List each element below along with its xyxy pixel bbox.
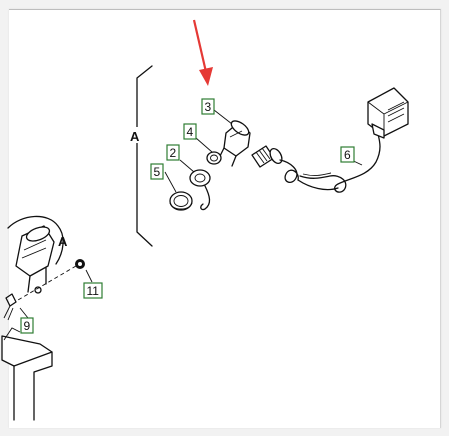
part-nut [17, 259, 85, 301]
detail-a-callout: A [7, 215, 68, 294]
svg-text:4: 4 [187, 125, 194, 139]
part-seal [206, 151, 222, 165]
part-retainer-clip [189, 169, 211, 211]
indicator-arrow [192, 19, 213, 86]
callout-leaders [19, 109, 363, 319]
mounting-bracket-plate [1, 327, 53, 421]
callout-11: 11 [83, 282, 103, 299]
svg-text:9: 9 [24, 319, 31, 333]
callout-5: 5 [150, 163, 164, 180]
diagram-panel [9, 9, 441, 428]
svg-text:6: 6 [344, 148, 351, 162]
view-a-label: A [130, 129, 140, 144]
part-bolt [3, 293, 17, 321]
callout-3: 3 [201, 98, 215, 115]
svg-text:5: 5 [154, 165, 161, 179]
part-connector-body [217, 120, 251, 167]
view-a-bracket: A [128, 65, 153, 247]
svg-text:11: 11 [87, 284, 100, 298]
svg-text:2: 2 [170, 146, 177, 160]
callout-2: 2 [166, 144, 180, 161]
callout-9: 9 [20, 317, 34, 334]
part-grommet [169, 191, 193, 211]
callout-4: 4 [183, 123, 197, 140]
detail-a-label: A [58, 234, 68, 249]
svg-text:3: 3 [205, 100, 212, 114]
callout-6: 6 [340, 146, 355, 163]
part-sensor-harness [251, 87, 409, 193]
